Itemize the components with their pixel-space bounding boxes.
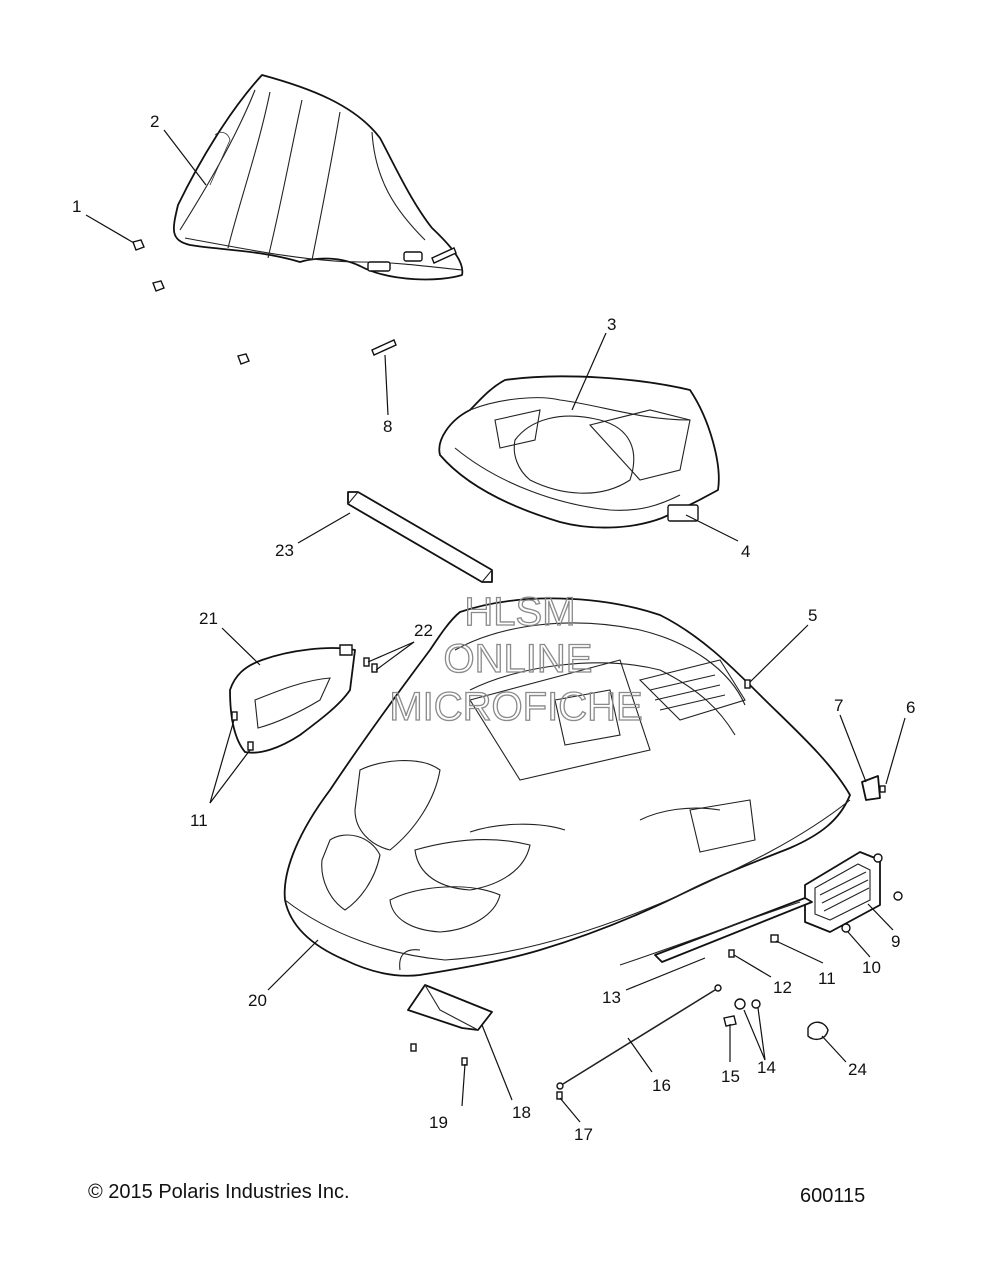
watermark-line1: HLSM bbox=[464, 590, 575, 634]
hood-part bbox=[283, 597, 851, 977]
side-pocket-part bbox=[229, 644, 356, 754]
callout-14: 14 bbox=[757, 1058, 776, 1077]
callout-12: 12 bbox=[773, 978, 792, 997]
figure-number: 600115 bbox=[800, 1185, 866, 1207]
vent-grille-part bbox=[804, 851, 881, 933]
callout-3: 3 bbox=[607, 315, 616, 334]
callout-10: 10 bbox=[862, 958, 881, 977]
callout-8: 8 bbox=[383, 417, 392, 436]
callout-22: 22 bbox=[414, 621, 433, 640]
callout-1: 1 bbox=[72, 197, 81, 216]
copyright-text: © 2015 Polaris Industries Inc. bbox=[88, 1181, 350, 1203]
trim-strip-part bbox=[619, 897, 813, 966]
callout-4: 4 bbox=[741, 542, 750, 561]
callout-9: 9 bbox=[891, 932, 900, 951]
callout-23: 23 bbox=[275, 541, 294, 560]
watermark: HLSM ONLINE MICROFICHE bbox=[389, 589, 644, 729]
callout-7: 7 bbox=[834, 696, 843, 715]
leader-lines bbox=[85, 129, 906, 1123]
callout-6: 6 bbox=[906, 698, 915, 717]
callout-16: 16 bbox=[652, 1076, 671, 1095]
callout-2: 2 bbox=[150, 112, 159, 131]
callout-5: 5 bbox=[808, 606, 817, 625]
foam-strip-part bbox=[347, 491, 493, 583]
clip-bracket-part bbox=[861, 775, 881, 801]
console-part bbox=[438, 375, 720, 529]
callout-15: 15 bbox=[721, 1067, 740, 1086]
callout-18: 18 bbox=[512, 1103, 531, 1122]
windshield-part bbox=[172, 74, 464, 281]
callout-17: 17 bbox=[574, 1125, 593, 1144]
watermark-line2: ONLINE bbox=[444, 637, 593, 681]
callout-19: 19 bbox=[429, 1113, 448, 1132]
lower-bracket-part bbox=[407, 984, 493, 1031]
callout-11-left: 11 bbox=[190, 811, 208, 830]
cable-part bbox=[556, 984, 722, 1090]
callout-labels: 1 2 3 4 5 6 7 8 9 10 11 11 12 13 14 15 1… bbox=[72, 112, 915, 1144]
windshield-screws bbox=[132, 239, 457, 365]
callout-11-right: 11 bbox=[818, 969, 836, 988]
callout-20: 20 bbox=[248, 991, 267, 1010]
watermark-line3: MICROFICHE bbox=[389, 685, 642, 729]
callout-21: 21 bbox=[199, 609, 218, 628]
callout-24: 24 bbox=[848, 1060, 867, 1079]
small-hardware bbox=[231, 657, 903, 1100]
callout-13: 13 bbox=[602, 988, 621, 1007]
